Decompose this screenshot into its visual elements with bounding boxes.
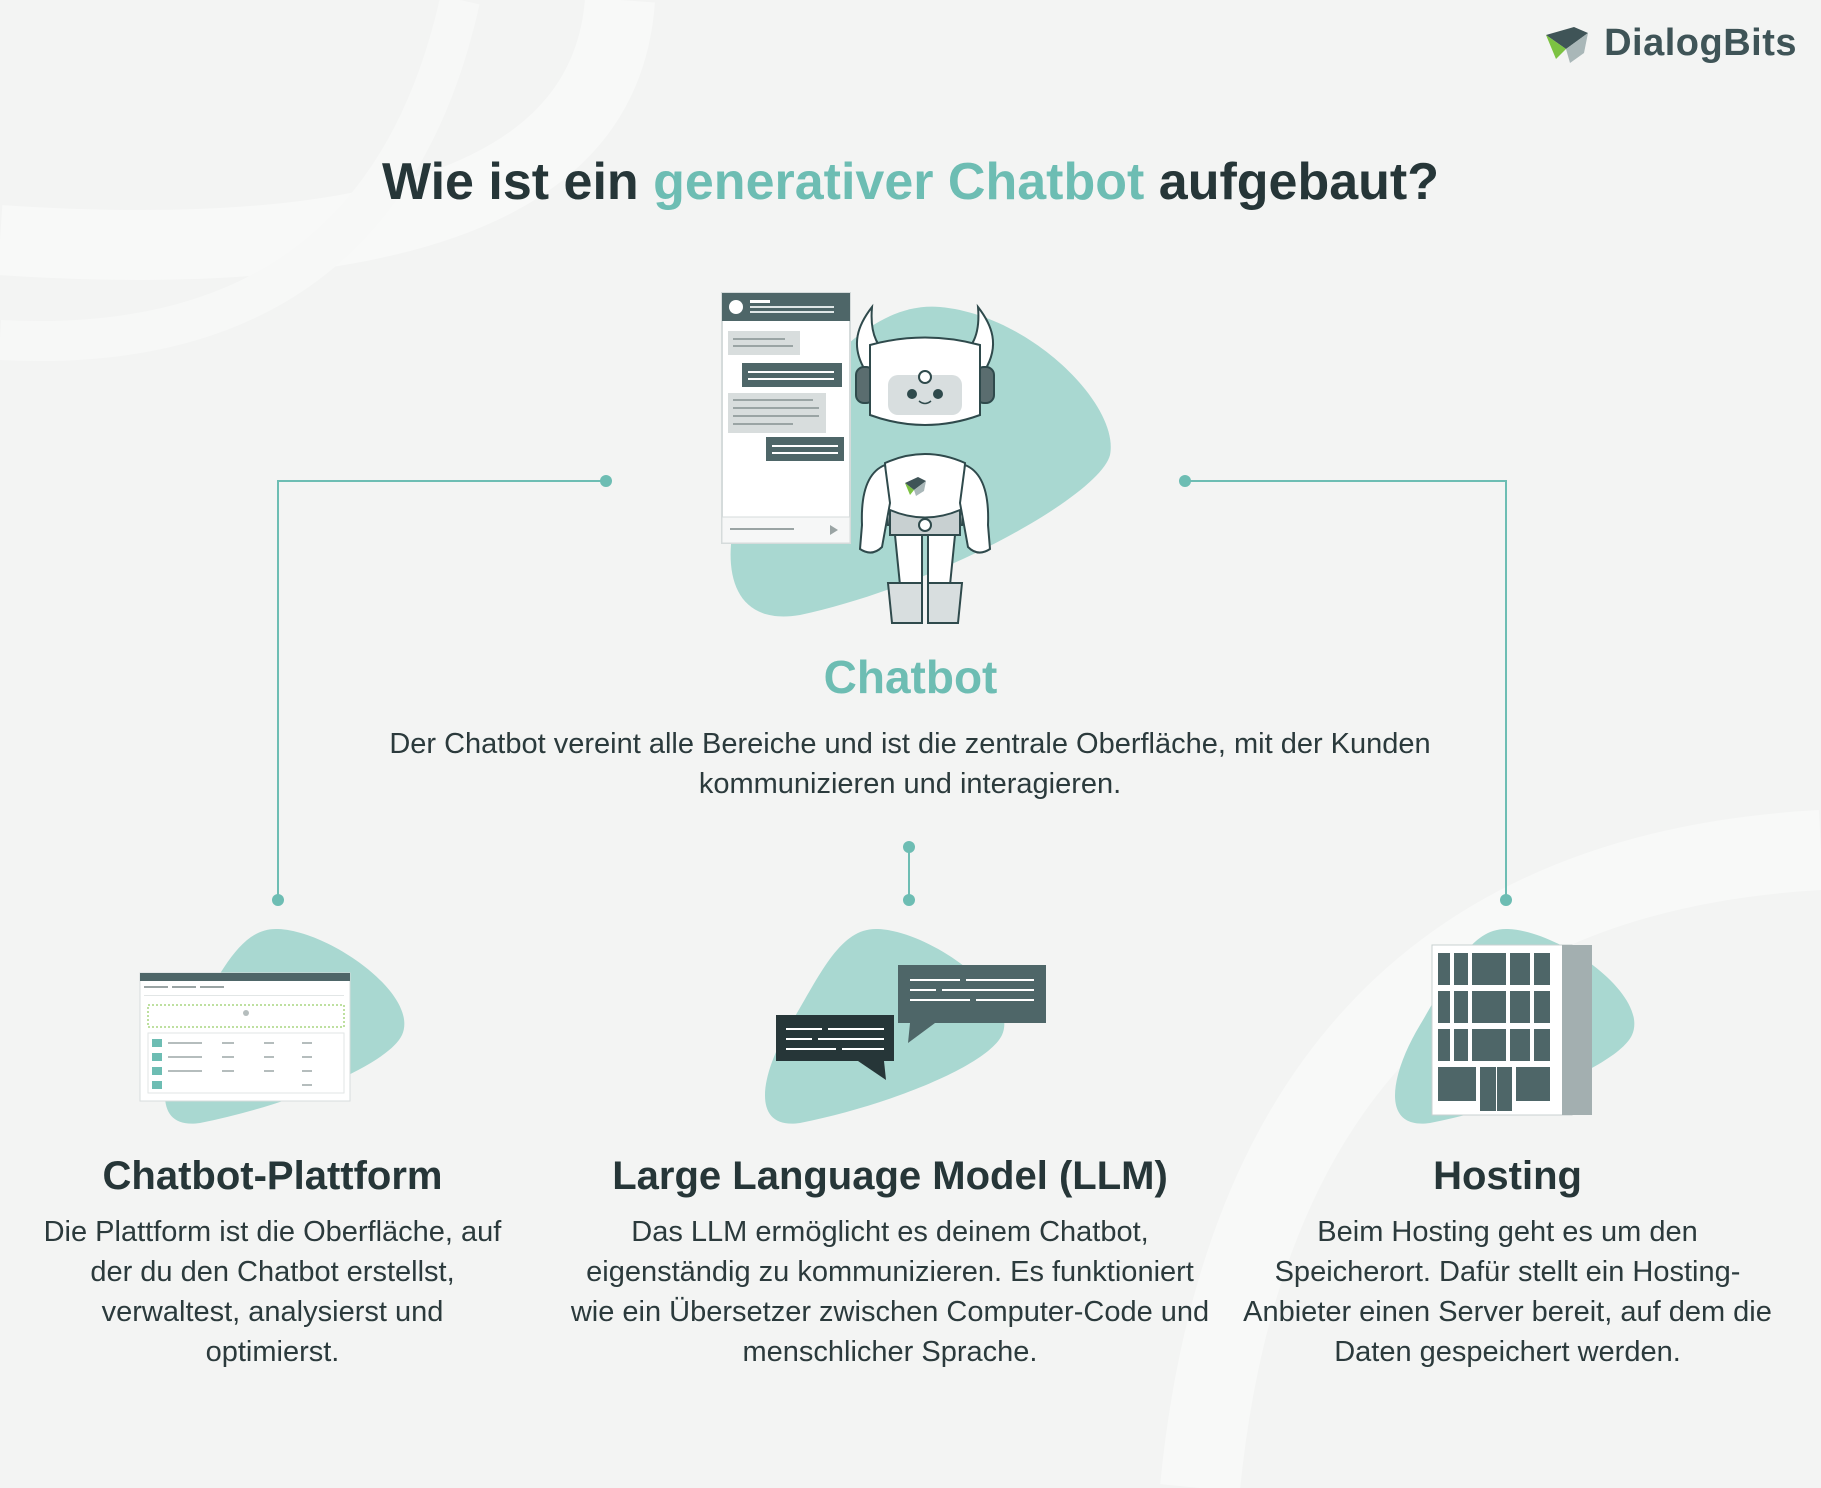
column-description-hosting: Beim Hosting geht es um den Speicherort.… xyxy=(1243,1216,1772,1368)
speech-bubbles-icon xyxy=(765,928,1046,1124)
column-description-llm: Das LLM ermöglicht es deinem Chatbot, ei… xyxy=(570,1216,1210,1368)
title-accent: generativer Chatbot xyxy=(653,153,1145,211)
column-title-plattform: Chatbot-Plattform xyxy=(102,1154,443,1198)
chatbot-description: Der Chatbot vereint alle Bereiche und is… xyxy=(389,728,1431,800)
robot-chest-logo-icon xyxy=(905,477,926,496)
chat-window-icon xyxy=(721,292,851,544)
robot-icon xyxy=(855,303,995,624)
building xyxy=(1431,944,1592,1116)
page-title: Wie ist ein generativer Chatbot aufgebau… xyxy=(0,152,1821,212)
column-title-hosting: Hosting xyxy=(1433,1154,1582,1198)
dialogbits-logo[interactable]: DialogBits xyxy=(1544,22,1797,65)
column-title-llm: Large Language Model (LLM) xyxy=(612,1154,1168,1198)
column-description-plattform: Die Plattform ist die Oberfläche, auf de… xyxy=(43,1216,502,1368)
platform-window xyxy=(139,972,351,1102)
platform-screenshot-icon xyxy=(139,928,405,1124)
server-building-icon xyxy=(1395,928,1635,1124)
logo-text: DialogBits xyxy=(1604,22,1797,64)
dialogbits-logo-icon xyxy=(1546,26,1589,63)
chatbot-robot-illustration xyxy=(721,292,1111,624)
title-prefix: Wie ist ein xyxy=(381,153,654,211)
title-suffix: aufgebaut? xyxy=(1144,153,1440,211)
speech-bubble-right xyxy=(898,965,1046,1043)
speech-bubble-left xyxy=(776,1015,894,1080)
chatbot-title: Chatbot xyxy=(823,651,998,703)
